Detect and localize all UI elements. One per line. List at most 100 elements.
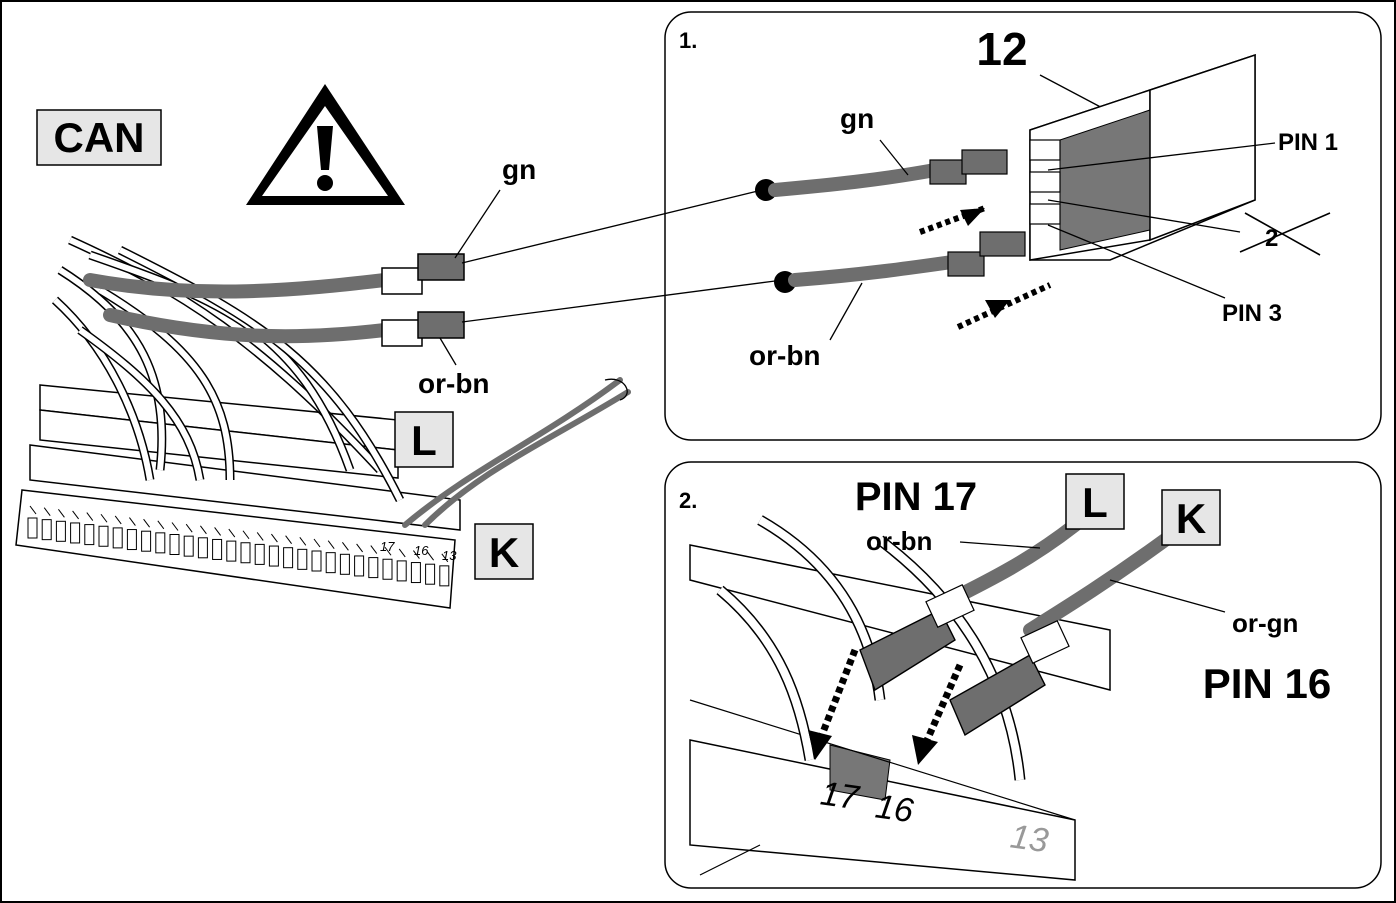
terminal-slot — [339, 553, 350, 575]
terminal-slot — [84, 524, 95, 546]
overview-l-box — [394, 411, 454, 468]
step2-terminal-17: 17 — [818, 774, 862, 817]
terminal-slot — [197, 537, 208, 559]
step2-panel: 2. PIN 17 — [664, 461, 1382, 889]
part-number-leader — [1039, 74, 1111, 113]
step1-or-bn-connector — [947, 231, 1026, 277]
terminal-slot — [240, 542, 251, 564]
step2-frame — [664, 461, 1382, 889]
l-wire — [943, 518, 1082, 607]
step1-or-bn-label: or-bn — [749, 340, 821, 371]
step1-frame — [664, 11, 1382, 441]
terminal-screw — [370, 545, 378, 554]
terminal-slot — [183, 535, 194, 557]
pin16-label: PIN 16 — [1203, 660, 1331, 707]
terminal-slot — [70, 522, 81, 544]
terminal-screw — [427, 551, 435, 561]
terminal-slot — [55, 520, 66, 542]
terminal-screw — [214, 527, 222, 536]
terminal-slot — [311, 550, 322, 572]
terminal-screw — [242, 530, 250, 540]
terminal-screw — [384, 546, 392, 556]
step2-terminal-13: 13 — [1008, 817, 1051, 860]
leader-gn-to-step1 — [461, 189, 763, 264]
pin2-cross-b — [1244, 212, 1321, 256]
can-label: CAN — [54, 114, 145, 161]
step2-or-gn-label: or-gn — [1232, 608, 1298, 638]
overview-gn-label: gn — [502, 154, 536, 185]
terminal-slot — [325, 552, 336, 574]
k-wire — [1023, 533, 1172, 637]
pin3-label: PIN 3 — [1222, 300, 1282, 327]
terminal-screw — [86, 512, 94, 521]
terminal-screw — [43, 507, 51, 516]
can-label-box — [36, 109, 162, 166]
terminal-slots — [27, 505, 450, 587]
step2-k-box — [1161, 489, 1221, 546]
terminal-screw — [270, 533, 278, 543]
terminal-screw — [398, 548, 406, 558]
terminal-screw — [412, 550, 420, 559]
push-arrow-pin17 — [808, 648, 859, 760]
terminal-screw — [356, 543, 364, 553]
overview-panel: CAN — [15, 84, 776, 609]
step2-terminal-strip — [689, 544, 1111, 881]
terminal-screw — [299, 537, 307, 546]
terminal-screw — [256, 532, 264, 541]
terminal-slot — [382, 558, 393, 580]
connector-housing — [1029, 53, 1256, 261]
terminal-screw — [58, 508, 65, 518]
part-number: 12 — [976, 23, 1027, 75]
terminal-slot — [396, 560, 407, 582]
pin1-label: PIN 1 — [1278, 129, 1338, 156]
pin16-connector — [949, 620, 1070, 737]
step2-or-bn-leader — [959, 541, 1041, 549]
terminal-block — [15, 384, 461, 609]
terminal-screw — [441, 553, 449, 563]
terminal-slot — [169, 534, 180, 555]
or-bn-connector — [381, 311, 465, 347]
overview-terminal-16: 16 — [414, 543, 429, 558]
terminal-slot — [112, 527, 123, 549]
terminal-screw — [171, 522, 179, 531]
step1-gn-wire — [768, 163, 942, 197]
terminal-screw — [128, 517, 136, 526]
step1-or-bn-leader — [829, 282, 863, 341]
step1-panel: 1. 12 — [664, 11, 1382, 441]
overview-terminal-13: 13 — [442, 548, 457, 563]
overview-k-label: K — [489, 529, 519, 576]
terminal-slot — [98, 525, 109, 547]
warning-triangle-icon — [246, 84, 405, 205]
terminal-screw — [72, 510, 79, 520]
terminal-screw — [228, 528, 236, 538]
overview-terminal-17: 17 — [380, 539, 395, 554]
terminal-slot — [439, 565, 450, 587]
terminal-slot — [41, 519, 52, 541]
pin17-connector — [859, 584, 975, 692]
step1-or-bn-wire — [788, 255, 959, 287]
overview-or-bn-label: or-bn — [418, 368, 490, 399]
gn-wire — [83, 273, 392, 299]
overview-k-box — [474, 523, 534, 580]
terminal-slot — [254, 543, 265, 565]
terminal-screw — [185, 523, 193, 533]
pin3-leader — [1047, 224, 1226, 299]
step2-or-gn-leader — [1109, 579, 1226, 613]
push-arrow-pin16 — [912, 663, 964, 765]
step2-or-bn-label: or-bn — [866, 526, 932, 556]
leader-or-bn-to-step1 — [461, 280, 776, 323]
terminal-screw — [100, 513, 108, 523]
terminal-slot — [297, 548, 308, 570]
insert-arrow-upper — [918, 205, 987, 235]
step1-gn-leader — [879, 139, 909, 176]
overview-gn-leader — [454, 189, 501, 259]
terminal-slot — [226, 540, 237, 562]
terminal-slot — [27, 517, 38, 539]
step1-gn-label: gn — [840, 103, 874, 134]
terminal-slot — [268, 545, 279, 567]
wire-bundle — [51, 235, 405, 503]
step1-gn-connector — [929, 149, 1008, 185]
terminal-screw — [143, 518, 151, 528]
terminal-screw — [29, 505, 37, 515]
terminal-screw — [199, 525, 207, 535]
